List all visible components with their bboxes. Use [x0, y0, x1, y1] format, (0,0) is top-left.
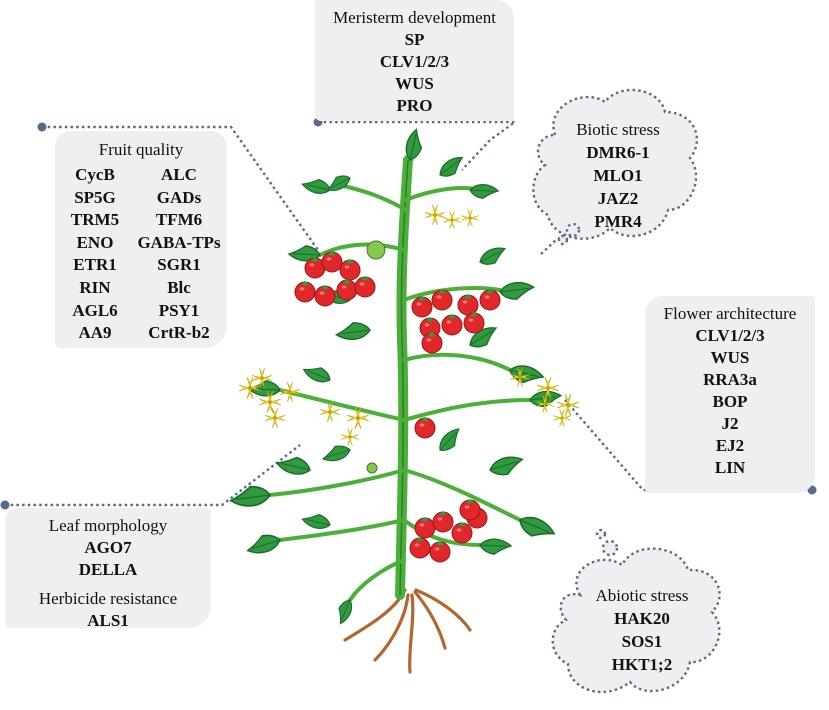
gene-label: PSY1: [158, 300, 200, 320]
gene-label: TFM6: [155, 210, 203, 230]
gene-label: TRM5: [70, 210, 120, 230]
gene-label: CrtR-b2: [148, 323, 210, 343]
gene-label: SP5G: [74, 187, 116, 207]
gene-label: RIN: [79, 277, 111, 297]
gene-label: J2: [721, 414, 739, 433]
meristem-development-box: Meristerm development SP CLV1/2/3 WUS PR…: [315, 0, 514, 121]
gene-label: HKT1;2: [611, 655, 673, 674]
herbicide-resistance-title: Herbicide resistance: [38, 589, 178, 608]
gene-label: ENO: [76, 232, 114, 252]
meristem-development-title: Meristerm development: [333, 8, 496, 27]
connector-biotic: [539, 230, 571, 256]
gene-label: GADs: [156, 187, 202, 207]
gene-label: WUS: [710, 348, 750, 367]
leaf-morphology-title: Leaf morphology: [48, 516, 168, 535]
gene-label: JAZ2: [597, 189, 639, 208]
biotic-stress-label-group: Biotic stress DMR6-1 MLO1 JAZ2 PMR4: [548, 119, 688, 233]
gene-label: SOS1: [621, 632, 663, 651]
gene-label: CLV1/2/3: [379, 52, 450, 71]
connector-fruit-quality: [42, 125, 319, 251]
fruit-quality-box: Fruit quality CycB SP5G TRM5 ENO ETR1 RI…: [55, 131, 227, 348]
flower-architecture-box: Flower architecture CLV1/2/3 WUS RRA3a B…: [645, 296, 815, 493]
gene-label: PRO: [396, 96, 433, 115]
gene-label: ALC: [161, 165, 197, 184]
gene-label: AA9: [78, 323, 112, 343]
leaf-morphology-box: Leaf morphology AGO7 DELLA Herbicide res…: [5, 508, 211, 630]
gene-label: HAK20: [614, 609, 670, 628]
biotic-stress-cloud: [532, 88, 699, 246]
gene-label: RRA3a: [703, 370, 757, 389]
fruit-connector-dot: [37, 122, 47, 132]
gene-label: DELLA: [78, 560, 138, 579]
leaf-connector-dot: [0, 500, 10, 510]
abiotic-stress-cloud: [551, 528, 721, 694]
connector-meristem: [318, 120, 519, 171]
gene-label: AGO7: [84, 538, 132, 557]
plant-roots: [343, 588, 472, 674]
gene-label: MLO1: [593, 166, 643, 185]
fruit-quality-title: Fruit quality: [98, 140, 184, 159]
gene-label: CLV1/2/3: [695, 326, 765, 345]
gene-label: BOP: [712, 392, 748, 411]
gene-label: SP: [404, 30, 425, 49]
flower-architecture-title: Flower architecture: [663, 304, 797, 323]
fruit-quality-genes-left: CycB SP5G TRM5 ENO ETR1 RIN AGL6 AA9: [61, 164, 129, 345]
abiotic-stress-label-group: Abiotic stress HAK20 SOS1 HKT1;2: [572, 585, 712, 676]
gene-label: DMR6-1: [586, 143, 650, 162]
gene-label: SGR1: [157, 255, 201, 275]
gene-label: WUS: [395, 74, 434, 93]
biotic-stress-title: Biotic stress: [576, 120, 660, 139]
gene-label: LIN: [714, 458, 746, 477]
gene-label: CycB: [75, 165, 115, 184]
tomato-plant-illustration: [229, 127, 580, 674]
tomato-flowers: [238, 204, 580, 447]
connector-lines: [5, 120, 812, 507]
gene-label: GABA-TPs: [137, 232, 221, 252]
gene-label: ETR1: [73, 255, 117, 275]
flower-connector-dot: [807, 485, 817, 495]
gene-label: PMR4: [594, 212, 642, 231]
gene-label: ALS1: [87, 611, 129, 630]
gene-label: EJ2: [715, 436, 745, 455]
connector-leaf: [5, 444, 301, 507]
abiotic-stress-title: Abiotic stress: [595, 586, 689, 605]
fruit-quality-genes-right: ALC GADs TFM6 GABA-TPs SGR1 Blc PSY1 Crt…: [131, 164, 227, 345]
gene-label: Blc: [167, 277, 191, 297]
gene-label: AGL6: [72, 300, 118, 320]
